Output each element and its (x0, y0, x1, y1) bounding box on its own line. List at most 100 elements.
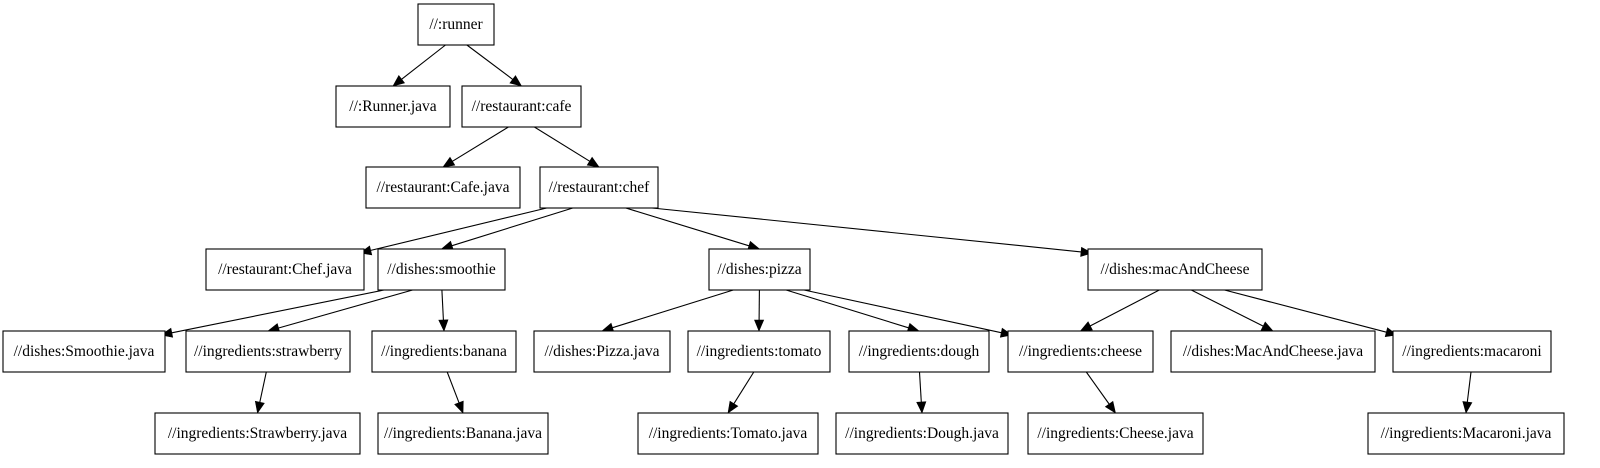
graph-edge-arrowhead (438, 319, 449, 332)
graph-node-box[interactable] (377, 412, 549, 455)
graph-node-box[interactable] (205, 248, 365, 291)
graph-node-box[interactable] (539, 166, 659, 209)
graph-node-box[interactable] (1007, 330, 1154, 373)
graph-node-label: //dishes:Smoothie.java (14, 343, 155, 360)
graph-node[interactable]: //:runner (417, 3, 495, 46)
graph-node-box[interactable] (1170, 330, 1376, 373)
graph-node-label: //ingredients:Banana.java (384, 425, 542, 442)
graph-node[interactable]: //restaurant:cafe (461, 85, 582, 128)
graph-node-box[interactable] (1027, 412, 1204, 455)
graph-node-label: //ingredients:dough (859, 343, 980, 360)
graph-node[interactable]: //ingredients:Dough.java (835, 412, 1009, 455)
graph-node-label: //ingredients:tomato (697, 343, 822, 360)
graph-edge (441, 289, 444, 321)
graph-edge (259, 371, 267, 403)
graph-node[interactable]: //ingredients:strawberry (185, 330, 351, 373)
graph-node-label: //ingredients:banana (381, 343, 507, 360)
graph-node-box[interactable] (637, 412, 819, 455)
graph-node-box[interactable] (461, 85, 582, 128)
graph-node-box[interactable] (2, 330, 166, 373)
graph-node-label: //ingredients:Dough.java (845, 425, 999, 442)
graph-edge-arrowhead (1080, 246, 1093, 257)
graph-node[interactable]: //dishes:MacAndCheese.java (1170, 330, 1376, 373)
graph-node-box[interactable] (848, 330, 990, 373)
graph-edge-arrowhead (1260, 321, 1274, 332)
graph-node[interactable]: //dishes:smoothie (377, 248, 506, 291)
graph-edge (1466, 371, 1472, 403)
graph-node-box[interactable] (533, 330, 671, 373)
graph-edge-arrowhead (586, 156, 600, 168)
graph-edge (278, 289, 413, 329)
graph-edge (401, 44, 446, 80)
graph-node-box[interactable] (687, 330, 831, 373)
graph-node[interactable]: //ingredients:banana (371, 330, 517, 373)
graph-node-label: //dishes:pizza (717, 261, 801, 278)
graph-edge (171, 289, 385, 334)
graph-node-label: //dishes:MacAndCheese.java (1183, 343, 1363, 360)
graph-edge (466, 44, 514, 80)
graph-edge (452, 126, 509, 162)
graph-edge-arrowhead (392, 75, 406, 87)
graph-node[interactable]: //restaurant:chef (539, 166, 659, 209)
graph-edge-arrowhead (727, 400, 739, 414)
graph-node[interactable]: //:Runner.java (335, 85, 451, 128)
graph-edge-arrowhead (254, 400, 265, 414)
graph-node-label: //restaurant:chef (549, 179, 651, 196)
graph-node[interactable]: //ingredients:Macaroni.java (1367, 412, 1565, 455)
graph-edge (1191, 289, 1264, 327)
graph-node-label: //ingredients:Strawberry.java (168, 425, 347, 442)
graph-node[interactable]: //dishes:Smoothie.java (2, 330, 166, 373)
graph-node[interactable]: //ingredients:Strawberry.java (154, 412, 361, 455)
graph-edge-arrowhead (442, 156, 456, 168)
graph-edge (651, 207, 1082, 253)
graph-node-box[interactable] (417, 3, 495, 46)
graph-node-box[interactable] (1367, 412, 1565, 455)
graph-node-box[interactable] (835, 412, 1009, 455)
graph-edge-arrowhead (916, 401, 927, 414)
graph-node[interactable]: //dishes:macAndCheese (1087, 248, 1263, 291)
graph-node-box[interactable] (185, 330, 351, 373)
graph-node-label: //:Runner.java (349, 98, 437, 115)
graph-edge-arrowhead (754, 319, 765, 332)
graph-edge (733, 371, 755, 404)
graph-node[interactable]: //dishes:pizza (708, 248, 811, 291)
graph-edge (918, 371, 922, 403)
graph-node-label: //dishes:smoothie (387, 261, 496, 278)
graph-node-label: //dishes:Pizza.java (545, 343, 660, 360)
graph-node[interactable]: //dishes:Pizza.java (533, 330, 671, 373)
graph-edge (612, 289, 734, 329)
graph-edge (534, 126, 590, 162)
graph-node[interactable]: //ingredients:Cheese.java (1027, 412, 1204, 455)
graph-edge-arrowhead (509, 75, 523, 87)
graph-node-box[interactable] (154, 412, 361, 455)
graph-node[interactable]: //restaurant:Chef.java (205, 248, 365, 291)
graph-node-box[interactable] (371, 330, 517, 373)
graph-node-label: //ingredients:Macaroni.java (1381, 425, 1552, 442)
graph-edge (785, 289, 909, 329)
graph-node-label: //restaurant:Cafe.java (377, 179, 510, 196)
graph-edge-arrowhead (1462, 401, 1473, 414)
graph-node-box[interactable] (1087, 248, 1263, 291)
graph-node-label: //ingredients:strawberry (194, 343, 342, 360)
graph-node[interactable]: //ingredients:tomato (687, 330, 831, 373)
graph-node[interactable]: //ingredients:cheese (1007, 330, 1154, 373)
graph-node-box[interactable] (1392, 330, 1552, 373)
graph-node[interactable]: //ingredients:dough (848, 330, 990, 373)
graph-node-box[interactable] (335, 85, 451, 128)
graph-node[interactable]: //ingredients:Tomato.java (637, 412, 819, 455)
graph-node[interactable]: //restaurant:Cafe.java (365, 166, 521, 209)
graph-edge-arrowhead (1104, 400, 1116, 414)
graph-edge (803, 289, 1002, 334)
graph-node-box[interactable] (377, 248, 506, 291)
graph-node-box[interactable] (708, 248, 811, 291)
graph-node[interactable]: //ingredients:Banana.java (377, 412, 549, 455)
graph-node-label: //ingredients:cheese (1019, 343, 1142, 360)
graph-node-box[interactable] (365, 166, 521, 209)
graph-edge (1224, 289, 1387, 333)
graph-edge (370, 207, 547, 251)
graph-node[interactable]: //ingredients:macaroni (1392, 330, 1552, 373)
graph-node-label: //dishes:macAndCheese (1101, 261, 1250, 278)
graph-edge-arrowhead (454, 400, 464, 414)
